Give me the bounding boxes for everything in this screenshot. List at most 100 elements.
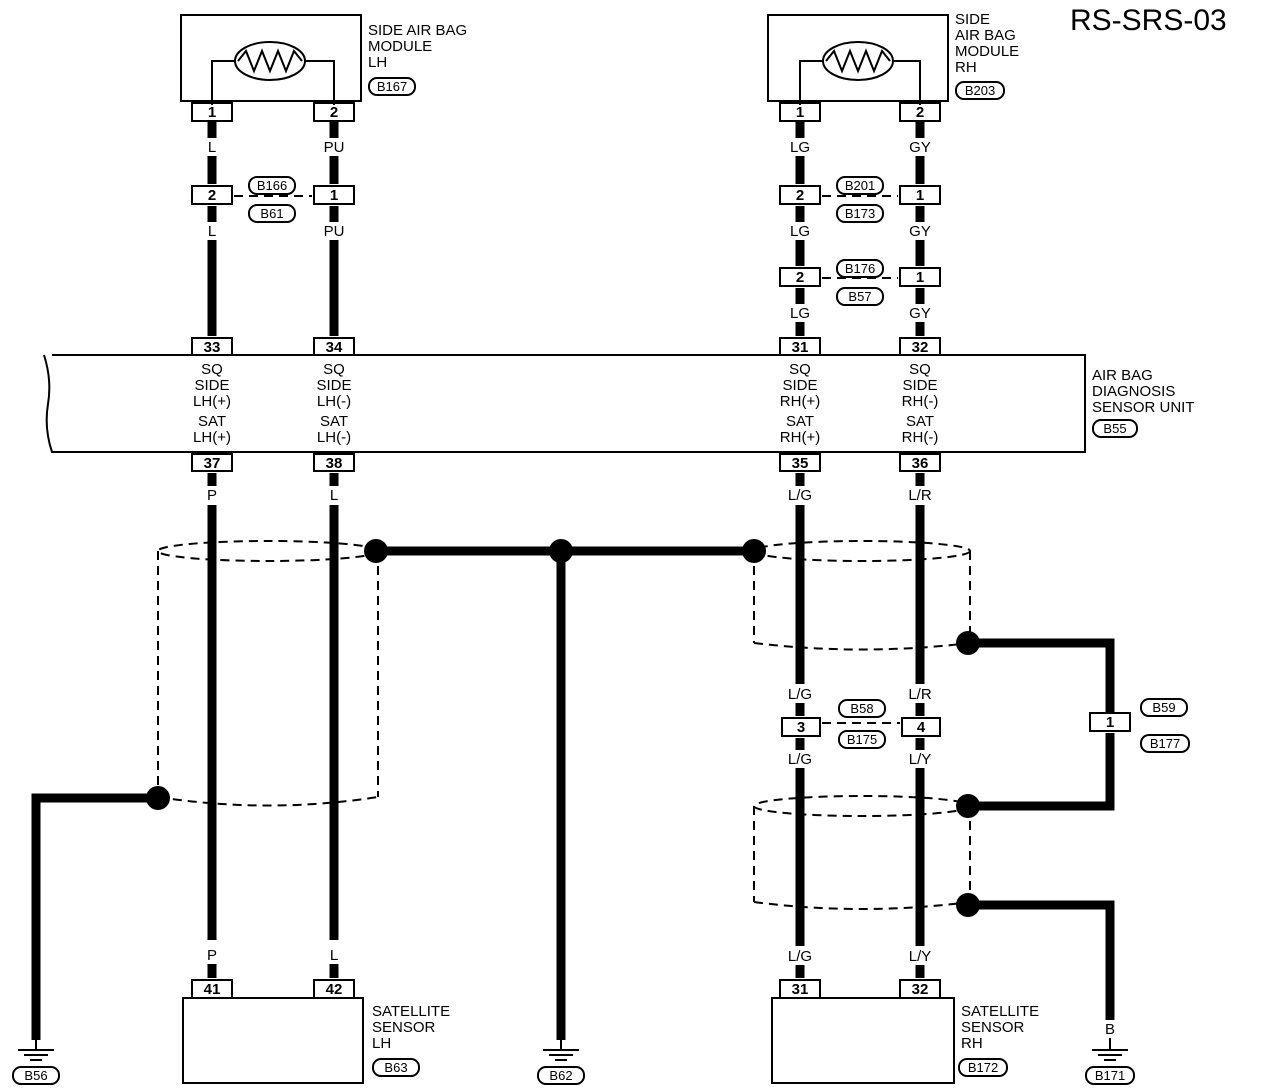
diagnosis-sensor-unit: 33 34 31 32 SQ SIDE LH(+) SAT LH(+) SQ S… xyxy=(43,337,1195,472)
module-rh-line1: SIDE xyxy=(955,11,990,28)
lh-minus-1: LH(-) xyxy=(317,393,351,410)
ground-b171: B B171 xyxy=(1085,1021,1135,1085)
side-rh-minus: SIDE xyxy=(902,377,937,394)
inline-rh1-pin-right: 1 xyxy=(916,187,924,204)
pin-lh-2: 2 xyxy=(330,104,338,121)
sat-rh-minus: SAT xyxy=(906,413,934,430)
sq-rh-minus: SQ xyxy=(909,361,931,378)
wire-color-l-1: L xyxy=(208,139,216,156)
module-lh-line3: LH xyxy=(368,54,387,71)
connector-b62: B62 xyxy=(549,1068,572,1083)
connector-b172: B172 xyxy=(968,1060,998,1075)
shield-rh-lower xyxy=(753,795,971,910)
rh-minus-1: RH(-) xyxy=(902,393,939,410)
sat-rh-line2: SENSOR xyxy=(961,1019,1025,1036)
connector-b177: B177 xyxy=(1150,736,1180,751)
rh-minus-2: RH(-) xyxy=(902,429,939,446)
ground-b62: B B62 xyxy=(537,1021,585,1085)
module-lh-line2: MODULE xyxy=(368,38,432,55)
wire-color-pu-2: PU xyxy=(324,223,345,240)
wire-color-b-2: B xyxy=(556,1021,566,1038)
sat-rh-pin-32: 32 xyxy=(912,981,929,998)
connector-b167: B167 xyxy=(377,79,407,94)
connector-b61: B61 xyxy=(260,206,283,221)
inline-rh2-pin-right: 1 xyxy=(916,269,924,286)
wire-color-lg-1: LG xyxy=(790,139,810,156)
wire-color-gy-3: GY xyxy=(909,305,931,322)
connector-b63: B63 xyxy=(384,1060,407,1075)
wire-color-ly-1: L/Y xyxy=(909,751,932,768)
module-lh-box xyxy=(180,14,362,102)
wire-color-l-2: L xyxy=(208,223,216,240)
wire-color-lg-3: LG xyxy=(790,305,810,322)
connector-tag-b167 xyxy=(368,77,416,96)
sat-lh-pin-42: 42 xyxy=(326,981,343,998)
sat-rh-box xyxy=(771,997,955,1084)
wire-color-b-1: B xyxy=(31,1021,41,1038)
unit-pin-34: 34 xyxy=(326,339,343,356)
sat-lh-box xyxy=(182,997,364,1084)
ground-icon xyxy=(18,1049,54,1061)
inline-shield-pin: 1 xyxy=(1106,714,1114,731)
side-airbag-module-rh: SIDE AIR BAG MODULE RH B203 1 2 xyxy=(767,11,1019,122)
sq-rh-plus: SQ xyxy=(789,361,811,378)
squib-lh-icon xyxy=(211,41,335,105)
unit-pin-31: 31 xyxy=(792,339,809,356)
module-rh-line4: RH xyxy=(955,59,977,76)
rh-plus-2: RH(+) xyxy=(780,429,820,446)
shield-rh-upper xyxy=(753,540,971,651)
sat-rh-line1: SATELLITE xyxy=(961,1003,1039,1020)
wire-color-lr-2: L/R xyxy=(908,686,932,703)
unit-pin-33: 33 xyxy=(204,339,221,356)
connector-b57: B57 xyxy=(848,289,871,304)
inline-lh-pin-left: 2 xyxy=(208,187,216,204)
rh-lower-wires: L/G L/R L/G L/R 3 4 B58 B175 L/G L/Y xyxy=(753,473,971,978)
unit-pin-36: 36 xyxy=(912,455,929,472)
ground-icon xyxy=(1092,1049,1128,1061)
wire-color-lg-slash-3: L/G xyxy=(788,751,812,768)
pin-rh-1: 1 xyxy=(796,104,804,121)
sat-rh-pin-31: 31 xyxy=(792,981,809,998)
wire-color-p-2: P xyxy=(207,947,217,964)
connector-b171: B171 xyxy=(1095,1068,1125,1083)
wire-color-b-3: B xyxy=(1105,1021,1115,1038)
lh-plus-1: LH(+) xyxy=(193,393,231,410)
connector-b55: B55 xyxy=(1103,421,1126,436)
sat-lh-minus: SAT xyxy=(320,413,348,430)
wire-color-l-4: L xyxy=(330,947,338,964)
inline-rh2-pin-left: 2 xyxy=(796,269,804,286)
module-rh-line2: AIR BAG xyxy=(955,27,1016,44)
ground-icon xyxy=(543,1049,579,1061)
sat-rh-plus: SAT xyxy=(786,413,814,430)
wire-color-gy-1: GY xyxy=(909,139,931,156)
unit-pin-37: 37 xyxy=(204,455,221,472)
connector-b58: B58 xyxy=(850,701,873,716)
wire-color-lg-slash-1: L/G xyxy=(788,487,812,504)
unit-pin-38: 38 xyxy=(326,455,343,472)
rh-upper-wires: LG GY 2 1 B201 B173 LG GY 2 1 B176 B57 L… xyxy=(779,122,941,336)
sat-lh-line2: SENSOR xyxy=(372,1019,436,1036)
lh-plus-2: LH(+) xyxy=(193,429,231,446)
wire-color-lg-slash-2: L/G xyxy=(788,686,812,703)
unit-pin-35: 35 xyxy=(792,455,809,472)
unit-body xyxy=(43,354,1086,453)
lh-lower-wires: P L P L xyxy=(157,473,379,978)
sq-lh-plus: SQ xyxy=(201,361,223,378)
connector-b59: B59 xyxy=(1152,700,1175,715)
connector-b201: B201 xyxy=(845,178,875,193)
side-lh-plus: SIDE xyxy=(194,377,229,394)
pin-lh-1: 1 xyxy=(208,104,216,121)
sat-lh-pin-41: 41 xyxy=(204,981,221,998)
unit-line3: SENSOR UNIT xyxy=(1092,399,1195,416)
inline-rh1-pin-left: 2 xyxy=(796,187,804,204)
wire-color-p-1: P xyxy=(207,487,217,504)
unit-line1: AIR BAG xyxy=(1092,367,1153,384)
connector-tag-b203 xyxy=(955,81,1005,100)
wire-color-l-3: L xyxy=(330,487,338,504)
sat-lh-line3: LH xyxy=(372,1035,391,1052)
unit-pin-32: 32 xyxy=(912,339,929,356)
wire-color-ly-2: L/Y xyxy=(909,948,932,965)
module-lh-line1: SIDE AIR BAG xyxy=(368,22,467,39)
rh-plus-1: RH(+) xyxy=(780,393,820,410)
shield-drain-lh xyxy=(31,539,766,1040)
